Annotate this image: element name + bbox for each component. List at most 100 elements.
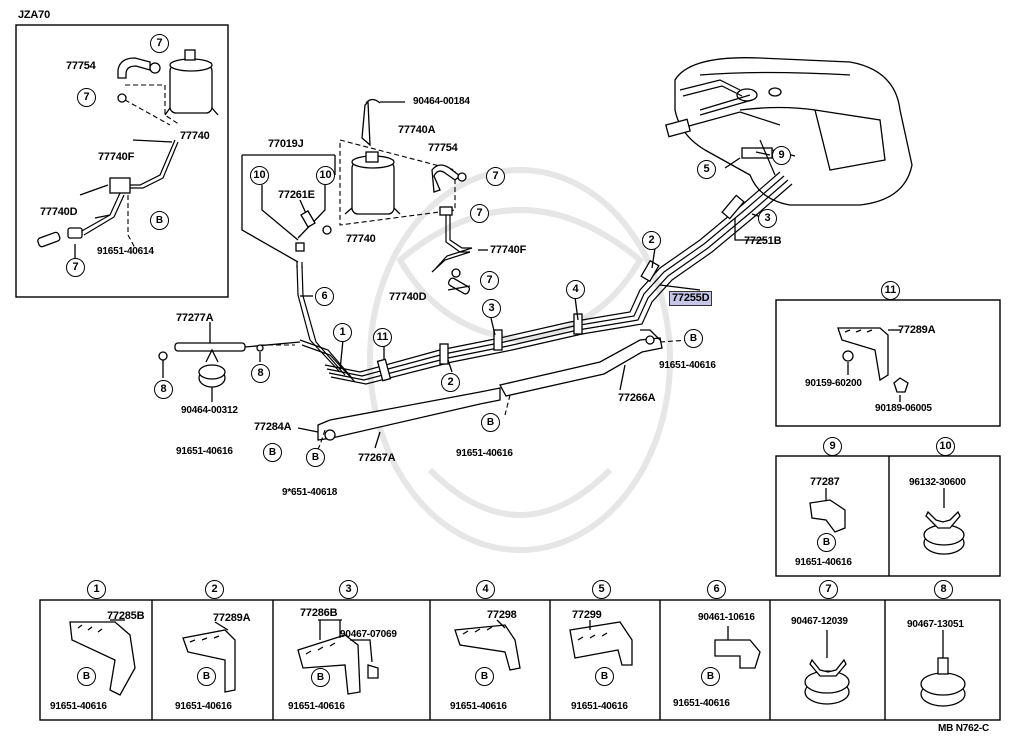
detail10-part[interactable]: 96132-30600 xyxy=(909,477,966,488)
callout-b-inset[interactable]: B xyxy=(150,211,169,230)
part-90464-00184[interactable]: 90464-00184 xyxy=(413,96,470,107)
part-77266a[interactable]: 77266A xyxy=(618,392,656,404)
detail9-bolt[interactable]: 91651-40616 xyxy=(795,557,852,568)
detail2-bolt[interactable]: 91651-40616 xyxy=(175,701,232,712)
callout-10-left[interactable]: 10 xyxy=(250,166,269,185)
callout-9-header[interactable]: 9 xyxy=(823,437,842,456)
callout-2-header[interactable]: 2 xyxy=(205,580,224,599)
bottom-strip xyxy=(39,599,1001,721)
part-77267a[interactable]: 77267A xyxy=(358,452,396,464)
part-77740d[interactable]: 77740D xyxy=(389,291,427,303)
detail11-part[interactable]: 77289A xyxy=(898,324,936,336)
part-91651-40616-right[interactable]: 91651-40616 xyxy=(659,360,716,371)
part-91651-40614[interactable]: 91651-40614 xyxy=(97,246,154,257)
callout-10-header[interactable]: 10 xyxy=(936,437,955,456)
callout-8-header[interactable]: 8 xyxy=(934,580,953,599)
callout-7-header[interactable]: 7 xyxy=(819,580,838,599)
callout-3-mid[interactable]: 3 xyxy=(482,299,501,318)
detail3-bolt[interactable]: 91651-40616 xyxy=(288,701,345,712)
callout-4-mid[interactable]: 4 xyxy=(566,280,585,299)
detail-boxes xyxy=(775,299,1001,577)
watermark xyxy=(367,167,673,553)
callout-b-right[interactable]: B xyxy=(684,329,703,348)
canister-group xyxy=(339,98,488,295)
callout-3-header[interactable]: 3 xyxy=(339,580,358,599)
callout-7-mid-b[interactable]: 7 xyxy=(470,204,489,223)
detail8-part[interactable]: 90467-13051 xyxy=(907,619,964,630)
part-77740f-inset[interactable]: 77740F xyxy=(98,151,135,163)
bracket-rails xyxy=(314,329,691,456)
part-77251b[interactable]: 77251B xyxy=(744,235,782,247)
callout-1-header[interactable]: 1 xyxy=(87,580,106,599)
callout-7-mid-a[interactable]: 7 xyxy=(486,167,505,186)
callout-10-right[interactable]: 10 xyxy=(316,166,335,185)
part-91651-40616-left[interactable]: 91651-40616 xyxy=(176,446,233,457)
callout-3-upper[interactable]: 3 xyxy=(758,209,777,228)
part-77277a[interactable]: 77277A xyxy=(176,312,214,324)
callout-7-inset-c[interactable]: 7 xyxy=(66,258,85,277)
callout-6[interactable]: 6 xyxy=(315,287,334,306)
vent-pipe-group xyxy=(158,322,301,402)
callout-b-detail2[interactable]: B xyxy=(197,667,216,686)
callout-5-tank[interactable]: 5 xyxy=(697,160,716,179)
jza70-inset xyxy=(15,24,229,298)
detail6-part[interactable]: 90461-10616 xyxy=(698,612,755,623)
diagram-code: MB N762-C xyxy=(938,723,989,734)
detail4-bolt[interactable]: 91651-40616 xyxy=(450,701,507,712)
detail1-bolt[interactable]: 91651-40616 xyxy=(50,701,107,712)
detail2-part[interactable]: 77289A xyxy=(213,612,251,624)
fuel-tank xyxy=(665,57,913,206)
part-77255d-highlighted[interactable]: 77255D xyxy=(669,291,713,306)
part-77284a[interactable]: 77284A xyxy=(254,421,292,433)
callout-11-header[interactable]: 11 xyxy=(881,281,900,300)
callout-11-mid[interactable]: 11 xyxy=(373,328,392,347)
callout-6-header[interactable]: 6 xyxy=(707,580,726,599)
part-77740d-inset[interactable]: 77740D xyxy=(40,206,78,218)
callout-b-detail4[interactable]: B xyxy=(475,667,494,686)
callout-b-detail6[interactable]: B xyxy=(701,667,720,686)
callout-2-lower[interactable]: 2 xyxy=(441,373,460,392)
callout-b-detail3[interactable]: B xyxy=(311,668,330,687)
part-90464-00312[interactable]: 90464-00312 xyxy=(181,405,238,416)
part-77740f[interactable]: 77740F xyxy=(490,244,527,256)
part-77740a[interactable]: 77740A xyxy=(398,124,436,136)
part-9651-40618[interactable]: 9*651-40618 xyxy=(282,487,338,498)
detail3-part[interactable]: 77286B xyxy=(300,607,338,619)
detail5-bolt[interactable]: 91651-40616 xyxy=(571,701,628,712)
callout-b-detail9[interactable]: B xyxy=(817,533,836,552)
detail4-part[interactable]: 77298 xyxy=(487,609,517,621)
detail9-part[interactable]: 77287 xyxy=(810,476,840,488)
callout-8-left[interactable]: 8 xyxy=(154,380,173,399)
callout-1-mid[interactable]: 1 xyxy=(333,323,352,342)
callout-9-tank[interactable]: 9 xyxy=(772,146,791,165)
detail1-part[interactable]: 77285B xyxy=(107,610,145,622)
callout-2-upper[interactable]: 2 xyxy=(642,231,661,250)
callout-8-right[interactable]: 8 xyxy=(251,364,270,383)
detail3-sub[interactable]: 90467-07069 xyxy=(340,629,397,640)
detail7-part[interactable]: 90467-12039 xyxy=(791,616,848,627)
part-91651-40616-mid[interactable]: 91651-40616 xyxy=(456,448,513,459)
model-label: JZA70 xyxy=(18,9,51,21)
callout-7-inset-b[interactable]: 7 xyxy=(77,88,96,107)
part-77754-inset[interactable]: 77754 xyxy=(66,60,96,72)
detail6-bolt[interactable]: 91651-40616 xyxy=(673,698,730,709)
callout-7-mid-c[interactable]: 7 xyxy=(480,271,499,290)
callout-4-header[interactable]: 4 xyxy=(476,580,495,599)
detail11-bolt[interactable]: 90159-60200 xyxy=(805,378,862,389)
part-77019j[interactable]: 77019J xyxy=(268,138,304,150)
callout-7-inset-a[interactable]: 7 xyxy=(150,34,169,53)
part-77740[interactable]: 77740 xyxy=(346,233,376,245)
callout-b-lower[interactable]: B xyxy=(306,448,325,467)
callout-b-detail5[interactable]: B xyxy=(595,667,614,686)
part-77261e[interactable]: 77261E xyxy=(278,189,315,201)
callout-b-mid[interactable]: B xyxy=(481,413,500,432)
part-77754[interactable]: 77754 xyxy=(428,142,458,154)
detail5-part[interactable]: 77299 xyxy=(572,609,602,621)
detail11-nut[interactable]: 90189-06005 xyxy=(875,403,932,414)
callout-5-header[interactable]: 5 xyxy=(592,580,611,599)
part-77740-inset[interactable]: 77740 xyxy=(180,130,210,142)
callout-b-left[interactable]: B xyxy=(263,443,282,462)
callout-b-detail1[interactable]: B xyxy=(77,667,96,686)
